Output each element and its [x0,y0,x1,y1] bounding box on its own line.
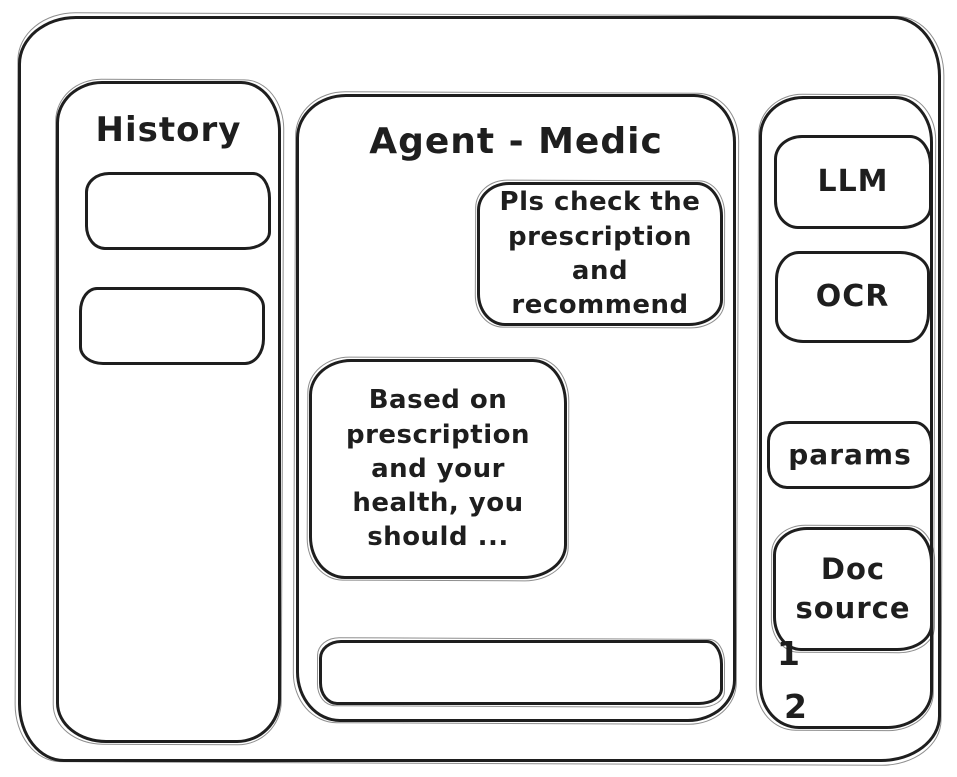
app-frame: History Agent - Medic Pls check the pres… [18,16,941,762]
doc-source-item-2[interactable]: 2 [784,687,807,726]
history-title: History [95,110,242,150]
tool-params-label: params [788,438,912,472]
user-message-bubble: Pls check the prescription and recommend [477,182,723,326]
tool-ocr-label: OCR [815,278,890,314]
assistant-message-text: Based on prescription and your health, y… [345,385,530,553]
tool-params-button[interactable]: params [767,421,933,489]
tool-llm-button[interactable]: LLM [774,135,932,229]
chat-title: Agent - Medic [369,121,663,162]
history-item[interactable] [85,172,271,250]
chat-panel: Agent - Medic Pls check the prescription… [296,94,736,722]
history-item[interactable] [79,287,265,365]
tool-llm-label: LLM [817,163,889,199]
assistant-message-bubble: Based on prescription and your health, y… [309,359,567,579]
history-panel: History [56,81,281,743]
user-message-text: Pls check the prescription and recommend [499,187,701,321]
tool-doc-source-button[interactable]: Doc source [773,527,933,651]
tools-panel: LLM OCR params Doc source 1 2 [759,96,933,729]
tool-ocr-button[interactable]: OCR [775,251,930,343]
message-input[interactable] [319,640,723,705]
doc-source-item-1[interactable]: 1 [777,634,800,673]
tool-doc-source-label: Doc source [795,551,911,625]
